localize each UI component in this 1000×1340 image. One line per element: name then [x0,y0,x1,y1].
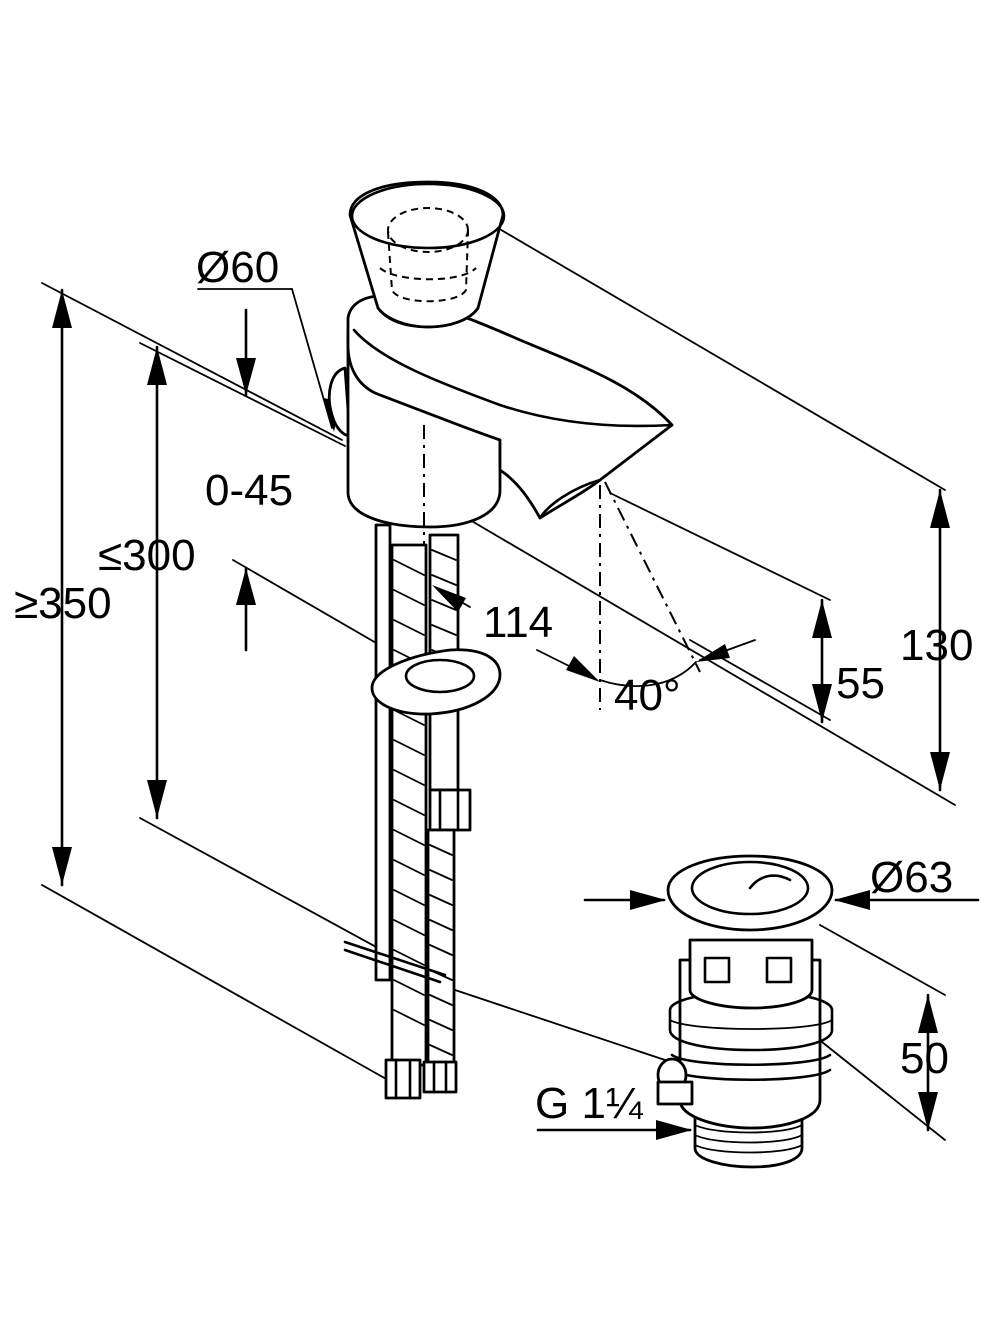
dim-reach-label: 114 [483,598,553,647]
dim-dia-spout-label: Ø60 [196,243,279,292]
dim-outlet-height-label: 130 [900,621,973,670]
dim-dia-waste-label: Ø63 [870,853,953,902]
dim-spray-height: 55 [812,598,885,724]
dim-waste-height-label: 50 [900,1034,949,1083]
faucet [327,180,701,710]
hoses [343,523,502,1100]
dim-dia-waste: Ø63 [583,853,980,910]
dim-max-under: ≤300 [98,345,196,820]
dim-reach: 114 [432,585,600,682]
dim-thread-label: G 1¼ [535,1079,644,1128]
dim-outlet-height: 130 [900,488,973,792]
waste-drain [656,854,834,1169]
dim-min-total-label: ≥350 [14,579,112,628]
dim-spray-height-label: 55 [836,659,885,708]
dim-waste-height: 50 [900,993,949,1132]
dim-spray-angle-label: 40° [614,671,681,720]
dim-min-total: ≥350 [14,288,112,887]
dim-tilt: 0-45 [205,308,293,652]
dim-spray-angle: 40° [599,639,756,720]
dim-thread: G 1¼ [535,1079,692,1140]
extension-lines [41,199,956,1141]
dim-tilt-label: 0-45 [205,466,293,515]
dim-max-under-label: ≤300 [98,531,196,580]
dim-dia-spout: Ø60 [196,243,340,432]
